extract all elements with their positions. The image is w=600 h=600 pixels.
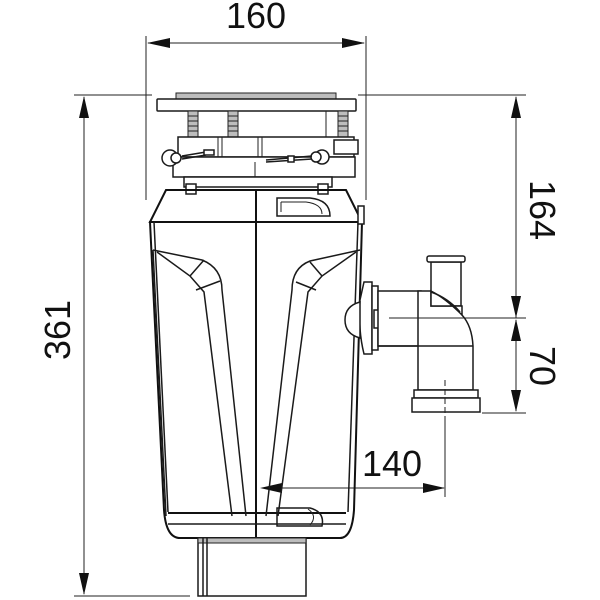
dimension-width-160: 160 bbox=[145, 0, 367, 200]
arrow-down-icon bbox=[79, 573, 89, 595]
bottom-label-tab bbox=[276, 507, 324, 527]
dimension-height-164: 164 bbox=[358, 94, 563, 318]
arrow-left-icon bbox=[260, 483, 282, 493]
dimension-label-361: 361 bbox=[37, 300, 78, 360]
motor-end-cap bbox=[197, 537, 307, 597]
arrow-up-icon bbox=[511, 319, 521, 341]
arrow-up-icon bbox=[511, 96, 521, 118]
arrow-down-icon bbox=[511, 296, 521, 318]
discharge-outlet bbox=[344, 255, 516, 420]
top-label-tab bbox=[276, 197, 331, 217]
arrow-down-icon bbox=[511, 390, 521, 412]
dimension-label-70: 70 bbox=[522, 346, 563, 386]
sink-flange bbox=[175, 92, 337, 100]
housing-body bbox=[148, 221, 364, 539]
arrow-right-icon bbox=[423, 483, 445, 493]
right-decorative-panel bbox=[265, 249, 361, 517]
outlet-clamp-knob bbox=[344, 301, 361, 339]
mounting-assembly bbox=[156, 92, 359, 195]
dimension-horizontal-140: 140 bbox=[260, 420, 446, 497]
outlet-connector bbox=[411, 397, 481, 413]
dimension-height-361: 361 bbox=[37, 94, 190, 597]
motor-housing bbox=[148, 189, 365, 539]
dimension-label-140: 140 bbox=[362, 443, 422, 484]
arrow-left-icon bbox=[147, 38, 170, 48]
neck-band bbox=[183, 176, 333, 188]
dimension-label-160: 160 bbox=[226, 0, 286, 36]
bottom-cap bbox=[197, 537, 307, 597]
arrow-right-icon bbox=[342, 38, 365, 48]
vent-cap bbox=[426, 255, 466, 263]
mounting-screws bbox=[187, 110, 349, 138]
dimension-label-164: 164 bbox=[522, 180, 563, 240]
arrow-up-icon bbox=[79, 96, 89, 118]
mounting-plate bbox=[156, 98, 357, 112]
left-decorative-panel bbox=[152, 249, 247, 517]
